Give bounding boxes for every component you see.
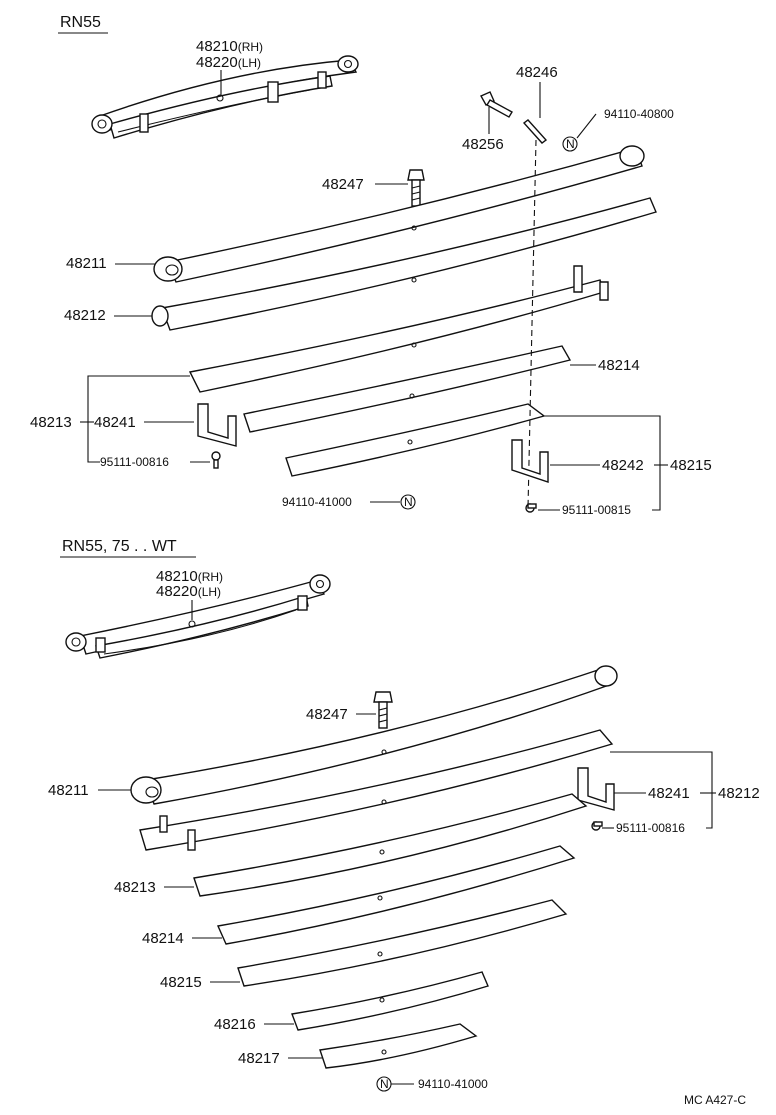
leaf-48215-2	[237, 899, 568, 987]
leaf-48211-2	[130, 665, 618, 805]
bolt-48256	[480, 91, 513, 118]
label-48214-top: 48214	[598, 357, 640, 374]
label-48247: 48247	[322, 176, 364, 193]
label-48213-2: 48213	[114, 879, 156, 896]
nut-symbol-94110-40800	[562, 136, 578, 152]
center-bolt-48247	[407, 169, 425, 207]
section-title-rn55: RN55	[60, 14, 101, 31]
label-assembly-rh: 48210(RH)	[196, 38, 263, 55]
leaf-48217-2	[319, 1023, 478, 1069]
label-95111-00816-top: 95111-00816	[100, 455, 169, 469]
nut-symbol-94110-41000-top	[400, 494, 416, 510]
section-title-rn55-75-wt: RN55, 75 . . WT	[62, 538, 177, 555]
clip-48241-top	[197, 403, 237, 447]
clip-48242	[511, 439, 549, 483]
label-48214-2: 48214	[142, 930, 184, 947]
nut-mark-3: N	[380, 1077, 389, 1091]
label-48241-2: 48241	[648, 785, 690, 802]
bracket-48213-top	[87, 375, 190, 463]
spring-assembly-thumbnail-2	[65, 574, 331, 659]
nut-mark-2: N	[404, 495, 413, 509]
nut-mark-1: N	[566, 137, 575, 151]
label-48215-2: 48215	[160, 974, 202, 991]
rivet-95111-00816-2	[591, 821, 603, 831]
bracket-48215	[544, 415, 661, 511]
rivet-95111-00815	[525, 503, 537, 513]
clip-48241-2	[577, 767, 615, 811]
label-48247-2: 48247	[306, 706, 348, 723]
label-95111-00815: 95111-00815	[562, 503, 631, 517]
leaf-48213-2	[193, 793, 588, 897]
leaf-48216-2	[291, 971, 489, 1031]
dashed-assembly-line	[527, 139, 537, 509]
label-assembly-lh-2: 48220(LH)	[156, 583, 221, 600]
center-bolt-48247-2	[373, 691, 393, 729]
label-48212-top: 48212	[64, 307, 106, 324]
leaf-48213-top	[188, 265, 609, 393]
rivet-95111-00816-top	[211, 451, 221, 469]
leaf-48215-top	[285, 403, 546, 477]
label-48215-top: 48215	[670, 457, 712, 474]
label-94110-41000-top: 94110-41000	[282, 495, 352, 509]
leaf-48211	[153, 145, 645, 283]
label-48211-top: 48211	[66, 255, 107, 272]
label-48216-2: 48216	[214, 1016, 256, 1033]
leaf-48214-top	[243, 345, 572, 433]
label-94110-41000-bottom: 94110-41000	[418, 1077, 488, 1091]
label-48242: 48242	[602, 457, 644, 474]
label-48256: 48256	[462, 136, 504, 153]
leaf-48214-2	[216, 845, 576, 945]
label-48212-2: 48212	[718, 785, 760, 802]
label-assembly-rh-2: 48210(RH)	[156, 568, 223, 585]
label-assembly-lh: 48220(LH)	[196, 54, 261, 71]
leaf-48212	[151, 197, 657, 331]
pin-48246	[522, 119, 548, 144]
leader-94110-40800	[576, 113, 597, 139]
label-48213-top: 48213	[30, 414, 72, 431]
leaf-48212-2	[139, 729, 614, 851]
label-48246: 48246	[516, 64, 558, 81]
footer-code: MC A427-C	[684, 1093, 746, 1107]
label-48211-2: 48211	[48, 782, 89, 799]
label-48217-2: 48217	[238, 1050, 280, 1067]
label-94110-40800: 94110-40800	[604, 107, 674, 121]
spring-assembly-thumbnail	[91, 55, 359, 139]
label-48241-top: 48241	[94, 414, 136, 431]
label-95111-00816-2: 95111-00816	[616, 821, 685, 835]
bracket-48212-2	[610, 751, 713, 829]
